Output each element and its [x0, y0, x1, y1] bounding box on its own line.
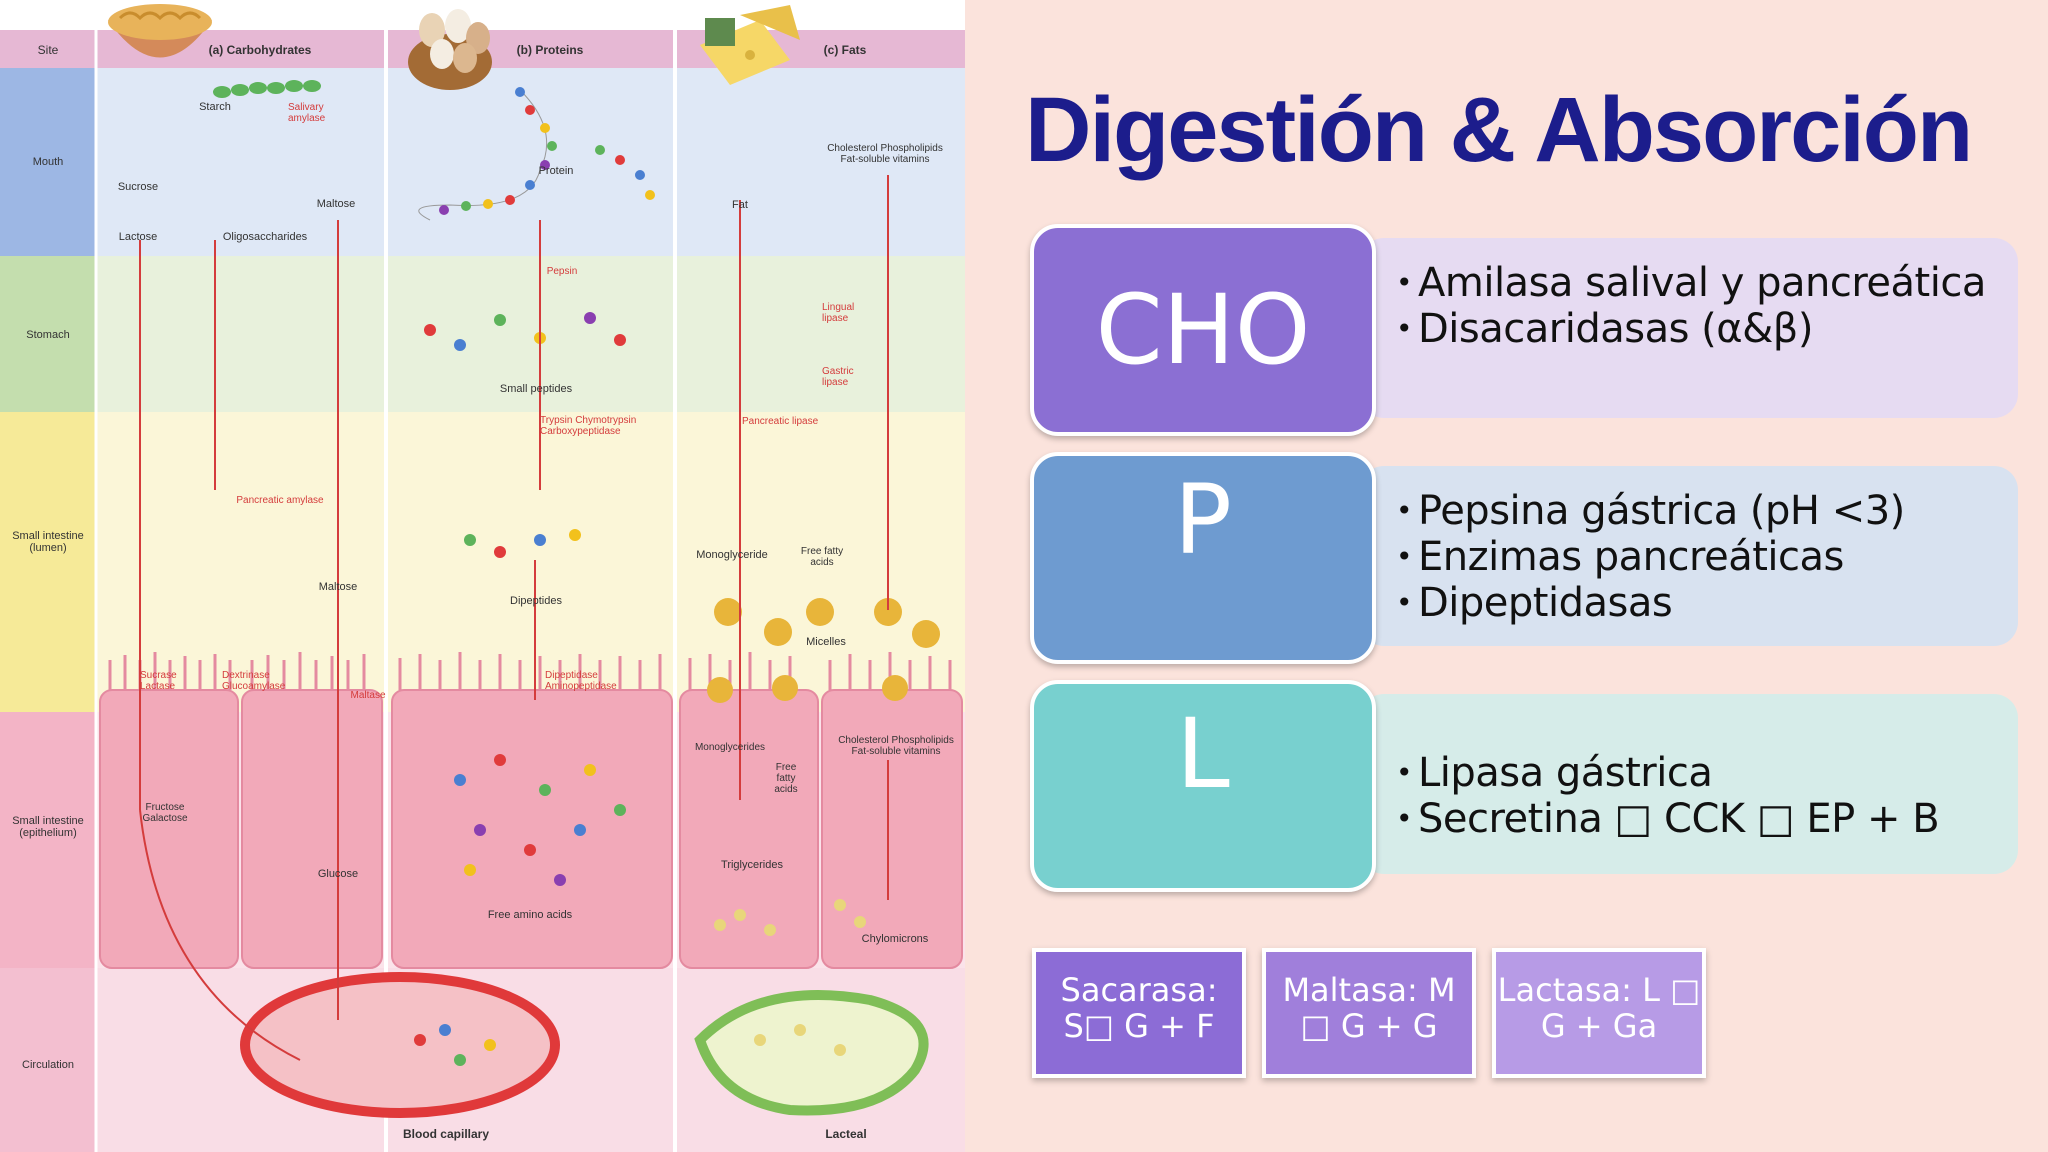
label-lactose: Lactose: [119, 231, 158, 243]
p-list: Pepsina gástrica (pH <3) Enzimas pancreá…: [1396, 488, 1998, 626]
p-label-box: P: [1030, 452, 1376, 664]
epithelium-cells: [99, 689, 963, 969]
p-panel: Pepsina gástrica (pH <3) Enzimas pancreá…: [1360, 466, 2018, 646]
label-oligosaccharides: Oligosaccharides: [223, 231, 308, 243]
label-dipeptidase: Dipeptidase Aminopeptidase: [545, 670, 617, 692]
label-starch: Starch: [199, 101, 231, 113]
band-stomach: [0, 256, 965, 412]
label-cholesterol-mouth: Cholesterol Phospholipids Fat-soluble vi…: [827, 143, 943, 165]
egg-basket-icon: [408, 9, 492, 90]
site-mouth: Mouth: [33, 156, 64, 168]
digestion-diagram: Site (a) Carbohydrates (b) Proteins (c) …: [0, 0, 965, 1152]
label-free-amino-acids: Free amino acids: [488, 909, 573, 921]
cho-label-box: CHO: [1030, 224, 1376, 436]
label-salivary-amylase: Salivary amylase: [288, 102, 326, 124]
p-item: Dipeptidasas: [1396, 580, 1998, 626]
label-pepsin: Pepsin: [547, 266, 578, 277]
label-fat: Fat: [732, 199, 748, 211]
label-maltase: Maltase: [350, 690, 385, 701]
column-carbohydrates: (a) Carbohydrates: [209, 43, 312, 57]
pasta-bowl-icon: [108, 4, 212, 58]
l-item: Secretina □ CCK □ EP + B: [1396, 796, 1998, 842]
label-glucose: Glucose: [318, 868, 358, 880]
row-l: Lipasa gástrica Secretina □ CCK □ EP + B…: [1030, 680, 2018, 896]
label-maltose-lumen: Maltose: [319, 581, 358, 593]
cheese-icon: [700, 5, 800, 85]
blood-capillary-shape: [240, 972, 560, 1118]
chylomicron-dots: [714, 899, 866, 1056]
l-label-box: L: [1030, 680, 1376, 892]
label-blood-capillary: Blood capillary: [403, 1127, 489, 1141]
label-free-fatty-acids: Free fatty acids: [800, 546, 844, 568]
site-epithelium: Small intestine (epithelium): [12, 815, 84, 839]
cho-list: Amilasa salival y pancreática Disacarida…: [1396, 260, 1998, 352]
column-fats: (c) Fats: [824, 43, 867, 57]
label-lingual-lipase: Lingual lipase: [822, 302, 855, 324]
lactasa-box: Lactasa: L □ G + Ga: [1492, 948, 1706, 1078]
cho-panel: Amilasa salival y pancreática Disacarida…: [1360, 238, 2018, 418]
label-micelles: Micelles: [806, 636, 846, 648]
column-proteins: (b) Proteins: [517, 43, 584, 57]
row-p: Pepsina gástrica (pH <3) Enzimas pancreá…: [1030, 452, 2018, 668]
micelle-spheres: [707, 598, 940, 703]
label-dextrinase: Dextrinase Glucoamylase: [222, 670, 286, 692]
label-monoglyceride: Monoglyceride: [696, 549, 768, 561]
l-panel: Lipasa gástrica Secretina □ CCK □ EP + B: [1360, 694, 2018, 874]
p-item: Pepsina gástrica (pH <3): [1396, 488, 1998, 534]
maltasa-box: Maltasa: M □ G + G: [1262, 948, 1476, 1078]
site-stomach: Stomach: [26, 329, 69, 341]
amino-dots: [414, 312, 626, 1066]
p-item: Enzimas pancreáticas: [1396, 534, 1998, 580]
label-dipeptides: Dipeptides: [510, 595, 562, 607]
label-maltose-mouth: Maltose: [317, 198, 356, 210]
site-header: Site: [38, 43, 59, 57]
cho-item: Disacaridasas (α&β): [1396, 306, 1998, 352]
l-item: Lipasa gástrica: [1396, 750, 1998, 796]
label-cholesterol-epi: Cholesterol Phospholipids Fat-soluble vi…: [838, 735, 954, 757]
label-sucrase-lactase: Sucrase Lactase: [140, 670, 177, 692]
row-cho: Amilasa salival y pancreática Disacarida…: [1030, 224, 2018, 440]
label-gastric-lipase: Gastric lipase: [822, 366, 854, 388]
label-pancreatic-lipase: Pancreatic lipase: [742, 416, 819, 427]
cho-label: CHO: [1095, 274, 1311, 386]
lacteal-shape: [694, 990, 929, 1116]
site-circulation: Circulation: [22, 1059, 74, 1071]
protein-chain: [418, 87, 655, 221]
cho-item: Amilasa salival y pancreática: [1396, 260, 1998, 306]
sacarasa-box: Sacarasa: S□ G + F: [1032, 948, 1246, 1078]
label-sucrose: Sucrose: [118, 181, 158, 193]
site-lumen: Small intestine (lumen): [12, 530, 84, 554]
label-pancreatic-amylase: Pancreatic amylase: [236, 495, 324, 506]
label-fructose-galactose: Fructose Galactose: [142, 802, 188, 824]
label-triglycerides: Triglycerides: [721, 859, 783, 871]
slide-title: Digestión & Absorción: [1025, 79, 1973, 181]
label-chylomicrons: Chylomicrons: [862, 933, 929, 945]
band-lumen: [0, 412, 965, 712]
label-trypsin: Trypsin Chymotrypsin Carboxypeptidase: [540, 415, 637, 437]
label-monoglycerides: Monoglycerides: [695, 742, 765, 753]
l-label: L: [1176, 698, 1230, 810]
label-lacteal: Lacteal: [825, 1127, 866, 1141]
pathway-arrows: [139, 175, 889, 1061]
label-free-fatty-acids-epi: Free fatty acids: [774, 762, 798, 795]
starch-chain: [213, 80, 321, 98]
l-list: Lipasa gástrica Secretina □ CCK □ EP + B: [1396, 750, 1998, 842]
label-small-peptides: Small peptides: [500, 383, 573, 395]
p-label: P: [1174, 464, 1232, 576]
label-protein: Protein: [539, 165, 574, 177]
